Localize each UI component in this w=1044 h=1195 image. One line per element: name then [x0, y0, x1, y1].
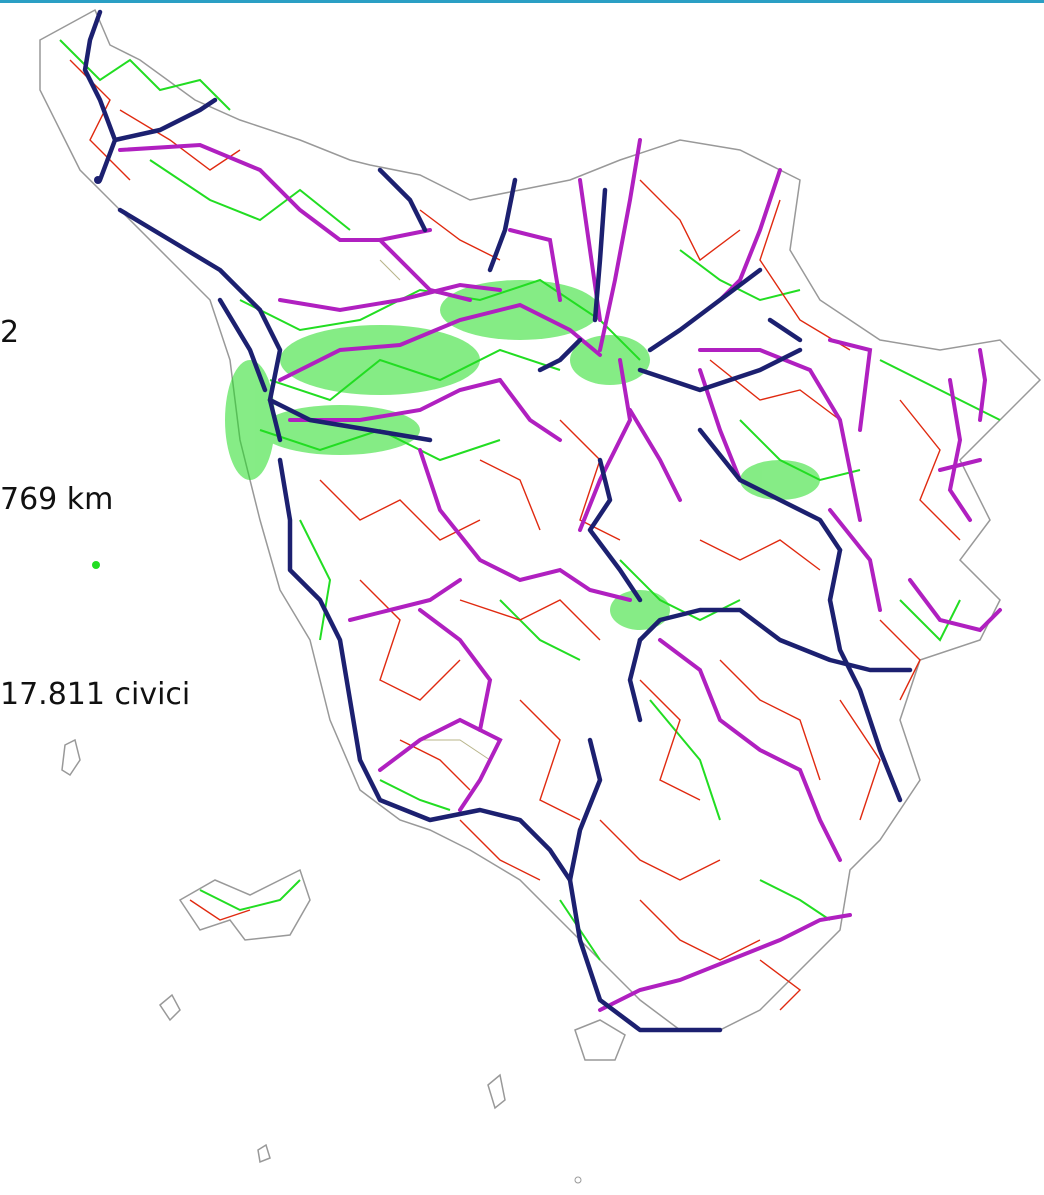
main-roads	[82, 9, 913, 1033]
stat-line-1: 2	[0, 315, 20, 350]
top-border	[0, 0, 1044, 3]
island-elba	[178, 868, 311, 941]
local-roads-network	[69, 59, 961, 1011]
coast-dot	[92, 561, 100, 569]
stat-line-2: 769 km	[0, 482, 114, 517]
island-montecristo	[257, 1143, 271, 1164]
region-outline	[39, 8, 1042, 1031]
stat-line-3: 17.811 civici	[0, 677, 191, 712]
city-dot-north	[94, 176, 102, 184]
island-giglio	[487, 1073, 506, 1110]
tiny-island-dot	[574, 1176, 582, 1184]
regional-roads	[118, 138, 1002, 1012]
island-gorgona	[61, 738, 81, 777]
island-pianosa	[159, 993, 181, 1022]
minor-paths	[379, 259, 491, 761]
argentario-promontory	[574, 1019, 626, 1061]
